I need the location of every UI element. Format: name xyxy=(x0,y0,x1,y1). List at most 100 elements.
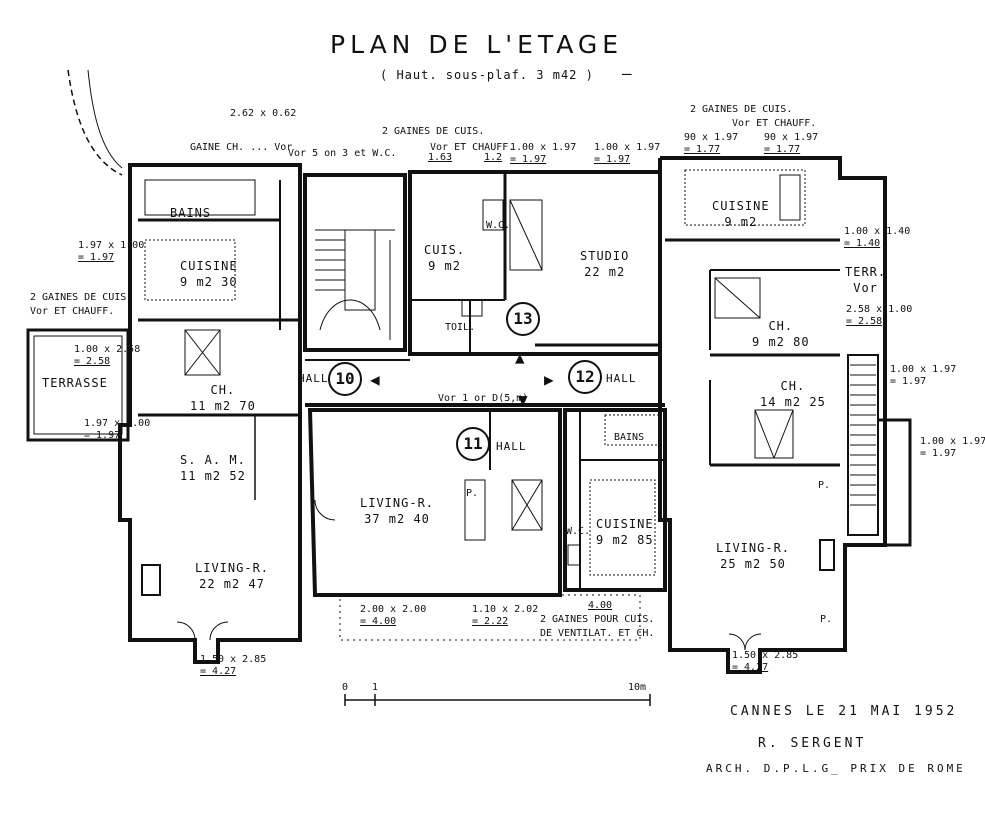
note-gaine-top-left: GAINE CH. ... Vor xyxy=(190,142,293,153)
dim-formula: 90 x 1.97 xyxy=(684,132,739,143)
dim-value: = 1.97 xyxy=(890,376,927,387)
note-gaines-center: 2 GAINES DE CUIS. xyxy=(382,126,485,137)
dim-formula: 2.58 x 1.00 xyxy=(846,304,913,315)
note-vor-chauff-right: Vor ET CHAUFF. xyxy=(732,118,817,129)
room-cuisine-west: CUISINE 9 m2 30 xyxy=(180,258,238,290)
room-ch-east-1: CH. 9 m2 80 xyxy=(752,318,810,350)
dim-value: = 4.27 xyxy=(732,662,769,673)
dim-8: 1.00 x 2.58= 2.58 xyxy=(74,344,140,368)
room-p-east-1: P. xyxy=(818,480,831,491)
note-vor-chauff-center: Vor ET CHAUFF. xyxy=(430,142,515,153)
note-vor-corridor: Vor 1 or D(5,m) xyxy=(438,393,529,404)
room-bains-11: BAINS xyxy=(614,432,645,443)
signature-place-date: CANNES LE 21 MAI 1952 xyxy=(730,704,958,719)
dim-15: 2.00 x 2.00= 4.00 xyxy=(360,604,426,628)
room-name: LIVING-R. xyxy=(716,541,791,555)
signature-credentials: ARCH. D.P.L.G_ PRIX DE ROME xyxy=(706,762,966,775)
dim-value: = 4.00 xyxy=(360,616,397,627)
room-area: 11 m2 52 xyxy=(180,469,246,483)
dim-value: = 1.97 xyxy=(594,154,631,165)
room-area: 14 m2 25 xyxy=(760,395,826,409)
hall-12-label: HALL xyxy=(606,372,637,385)
room-area: 22 m2 xyxy=(584,265,626,279)
room-terrasse: TERRASSE xyxy=(42,376,108,390)
room-p-east-2: P. xyxy=(820,614,833,625)
dim-formula: 1.00 x 1.97 xyxy=(920,436,985,447)
room-name: CUISINE xyxy=(180,259,238,273)
dim-6: 90 x 1.97= 1.77 xyxy=(764,132,818,156)
dim-7: 1.97 x 1.00= 1.97 xyxy=(78,240,144,264)
apartment-12-marker: 12 xyxy=(568,360,602,394)
dim-value: 1.2 xyxy=(484,152,503,163)
dim-value: = 1.97 xyxy=(84,430,121,441)
dim-top-left: 2.62 x 0.62 xyxy=(230,108,297,119)
room-cuis-13: CUIS.9 m2 xyxy=(424,242,465,274)
dim-value: = 1.40 xyxy=(844,238,881,249)
dim-value: = 4.27 xyxy=(200,666,237,677)
room-bains-west: BAINS xyxy=(170,206,212,220)
title-dash: — xyxy=(622,64,632,83)
dim-formula: 1.50 x 2.85 xyxy=(200,654,267,665)
room-area: 37 m2 40 xyxy=(364,512,430,526)
dim-14: 1.50 x 2.85= 4.27 xyxy=(200,654,266,678)
hall-13-arrow-icon: ▲ xyxy=(515,348,525,367)
apartment-10-marker: 10 xyxy=(328,362,362,396)
dim-17: 4.00 xyxy=(588,600,612,612)
room-area: 9 m2 85 xyxy=(596,533,654,547)
room-area: 25 m2 50 xyxy=(720,557,786,571)
hall-10-arrow-icon: ◀ xyxy=(370,370,380,389)
note-gaines-left: 2 GAINES DE CUIS. xyxy=(30,292,133,303)
dim-formula: 1.00 x 1.97 xyxy=(510,142,577,153)
room-name: CH. xyxy=(768,319,794,333)
note-vor-chauff-left: Vor ET CHAUFF. xyxy=(30,306,115,317)
note-ventilat: DE VENTILAT. ET CH. xyxy=(540,628,655,639)
room-name: S. A. M. xyxy=(180,453,246,467)
hall-11-arrow-icon: ▼ xyxy=(518,390,528,409)
dim-5: 90 x 1.97= 1.77 xyxy=(684,132,738,156)
room-ch-west: CH. 11 m2 70 xyxy=(190,382,256,414)
room-sam: S. A. M. 11 m2 52 xyxy=(180,452,246,484)
dim-formula: 1.00 x 1.97 xyxy=(594,142,661,153)
dim-3: 1.00 x 1.97= 1.97 xyxy=(510,142,576,166)
dim-value: = 2.22 xyxy=(472,616,509,627)
room-area: 9 m2 30 xyxy=(180,275,238,289)
dim-18: 1.50 x 2.85= 4.27 xyxy=(732,650,798,674)
signature-architect: R. SERGENT xyxy=(758,736,867,751)
room-name: STUDIO xyxy=(580,249,630,263)
apartment-11-marker: 11 xyxy=(456,427,490,461)
dim-value: = 1.77 xyxy=(764,144,801,155)
dim-value: = 1.97 xyxy=(920,448,957,459)
note-gaines-right: 2 GAINES DE CUIS. xyxy=(690,104,793,115)
note-vor-wc: Vor 5 on 3 et W.C. xyxy=(288,148,397,159)
dim-formula: 1.50 x 2.85 xyxy=(732,650,799,661)
hall-10-label: HALL xyxy=(298,372,329,385)
dim-10: 1.00 x 1.40= 1.40 xyxy=(844,226,910,250)
dim-value: = 2.58 xyxy=(846,316,883,327)
dim-1: 1.63 xyxy=(428,152,452,164)
room-name: TERR. xyxy=(845,265,887,279)
dim-value: 1.63 xyxy=(428,152,453,163)
room-name: LIVING-R. xyxy=(360,496,435,510)
room-area: 9 m2 xyxy=(724,215,758,229)
room-cuisine-east: CUISINE 9 m2 xyxy=(712,198,770,230)
room-name: CUISINE xyxy=(712,199,770,213)
room-area: 11 m2 70 xyxy=(190,399,256,413)
dim-13: 1.00 x 1.97= 1.97 xyxy=(920,436,985,460)
note-gaines-bottom: 2 GAINES POUR CUIS. xyxy=(540,614,655,625)
dim-9: 1.97 x 1.00= 1.97 xyxy=(84,418,150,442)
dim-value: = 2.58 xyxy=(74,356,111,367)
dim-formula: 1.00 x 2.58 xyxy=(74,344,141,355)
room-p-11: P. xyxy=(466,488,479,499)
room-area: 22 m2 47 xyxy=(199,577,265,591)
plan-title: PLAN DE L'ETAGE xyxy=(330,30,624,59)
dim-formula: 1.00 x 1.97 xyxy=(890,364,957,375)
scale-one-label: 1 xyxy=(372,682,379,693)
room-name: CH. xyxy=(210,383,236,397)
room-area: 9 m2 80 xyxy=(752,335,810,349)
apartment-13-marker: 13 xyxy=(506,302,540,336)
room-studio: STUDIO 22 m2 xyxy=(580,248,629,280)
dim-formula: 2.00 x 2.00 xyxy=(360,604,427,615)
dim-formula: 1.97 x 1.00 xyxy=(78,240,145,251)
room-terr-east: TERR.Vor xyxy=(845,264,886,296)
